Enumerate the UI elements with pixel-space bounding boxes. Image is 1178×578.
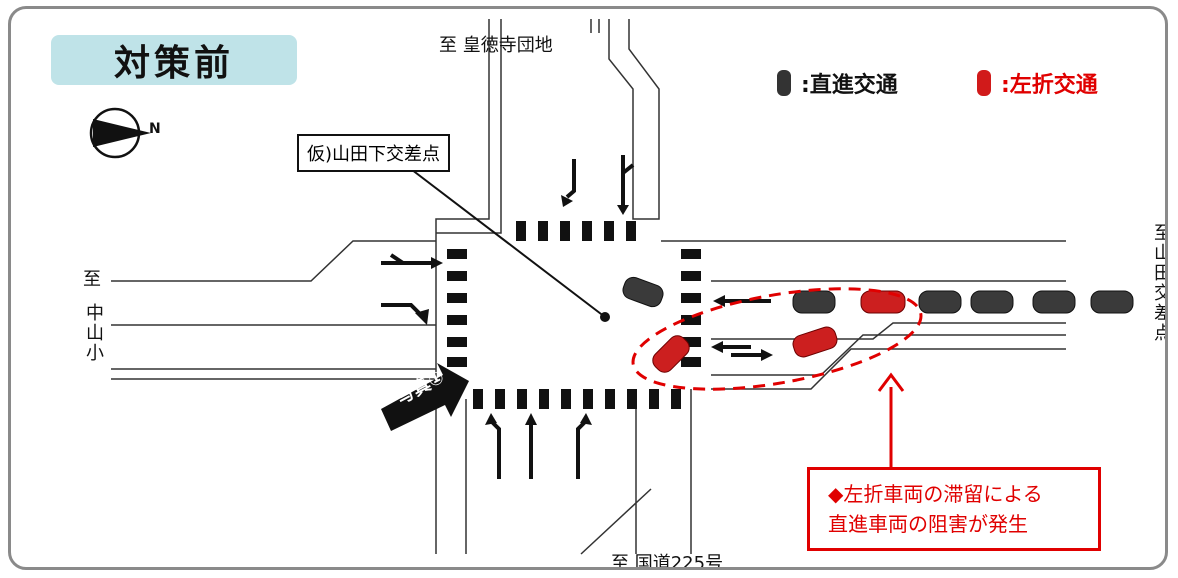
east-road-label: 至山田交差点 [1151,223,1168,343]
callout-line-1: ◆左折車両の滞留による [828,482,1043,506]
straight-car-icon [777,70,791,96]
west-road-top-label: 至 [83,269,101,290]
queue-highlight [631,287,923,391]
road-outlines [111,19,1066,555]
photo-arrow-icon [381,363,469,431]
page-title: 対策前 [113,43,234,84]
compass-n-label: N [149,121,161,137]
red-pointer-arrow [877,372,905,469]
diagram-frame: 対策前 :直進交通 :左折交通 N 至 皇徳寺団地 至 国道225号 至 中山小… [8,6,1168,570]
leader-line [398,158,610,322]
lane-arrows [381,155,771,479]
crosswalks [447,221,701,409]
legend-left-label: :左折交通 [1001,73,1098,98]
legend-straight-label: :直進交通 [801,73,898,98]
legend-straight: :直進交通 [777,67,898,99]
intersection-diagram [89,19,1134,555]
compass-icon [89,107,151,159]
problem-callout: ◆左折車両の滞留による 直進車両の阻害が発生 [807,467,1101,551]
west-road-label: 中山小 [83,303,104,363]
straight-cars [622,276,1134,314]
left-car-icon [977,70,991,96]
legend-left: :左折交通 [977,67,1098,99]
callout-line-2: 直進車両の阻害が発生 [828,512,1028,536]
north-road-label: 至 皇徳寺団地 [439,35,553,56]
intersection-label: 仮)山田下交差点 [297,134,451,172]
title-banner: 対策前 [51,35,297,85]
arrow-heads [415,195,773,425]
left-turn-cars [652,290,906,373]
south-road-label: 至 国道225号 [611,553,724,570]
